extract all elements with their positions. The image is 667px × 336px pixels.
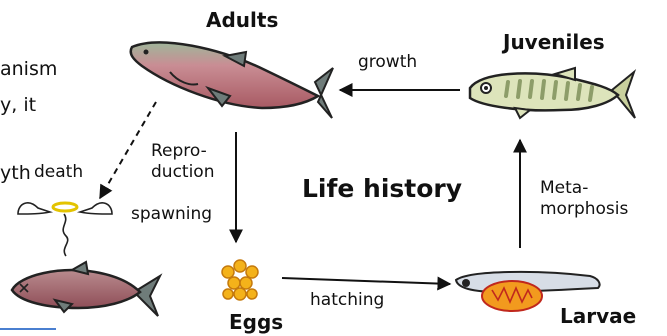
stage-label-juveniles: Juveniles <box>503 32 605 52</box>
stage-label-larvae: Larvae <box>560 306 636 326</box>
metamorphosis-label-line1: Meta- <box>540 180 588 197</box>
metamorphosis-label-line2: morphosis <box>540 201 628 218</box>
stage-label-adults: Adults <box>206 10 278 30</box>
diagram-title: Life history <box>302 176 462 201</box>
adult-fish <box>131 42 333 118</box>
death-label: death <box>34 164 83 181</box>
side-text-line1: anism <box>0 60 57 79</box>
stage-label-eggs: Eggs <box>229 312 283 332</box>
side-text-line2: y, it <box>0 96 36 115</box>
hatching-arrow <box>282 278 450 284</box>
juvenile-fish <box>470 68 635 118</box>
growth-label: growth <box>358 54 417 71</box>
hatching-label: hatching <box>310 292 384 309</box>
death-arrow <box>100 102 156 198</box>
side-text-line3: yth <box>0 164 31 183</box>
soul-icon <box>18 203 112 256</box>
reproduction-label-line2: duction <box>151 164 214 181</box>
dead-fish <box>12 262 160 316</box>
reproduction-label-line1: Repro- <box>151 143 207 160</box>
spawning-label: spawning <box>131 206 212 223</box>
link-underline <box>0 328 56 330</box>
egg-cluster <box>222 260 258 300</box>
